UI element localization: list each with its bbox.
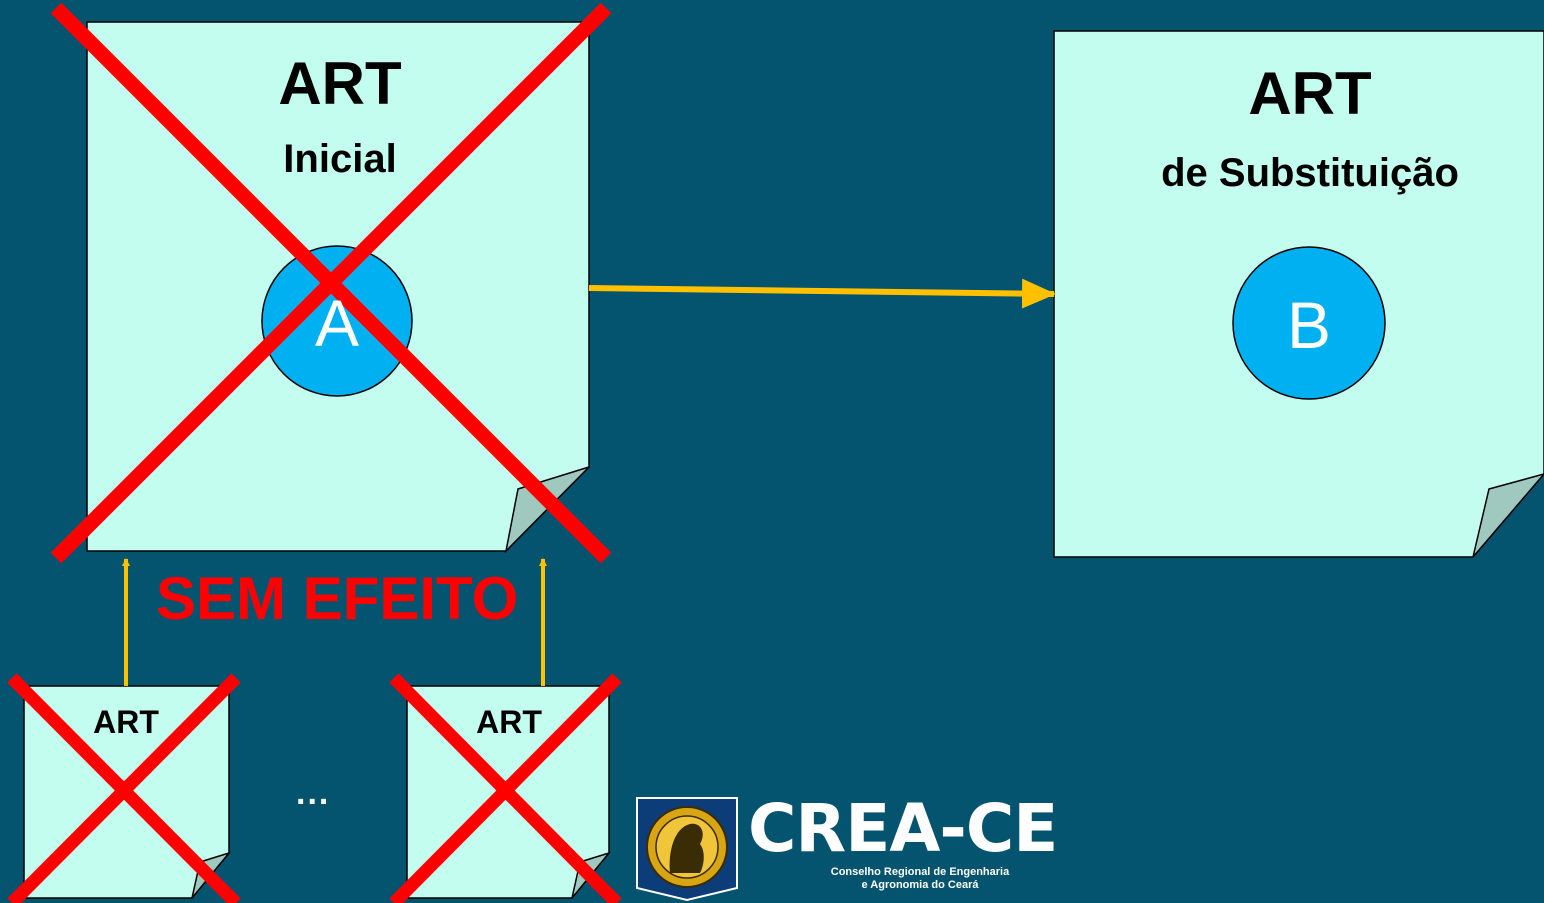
initial-art-subtitle: Inicial (283, 137, 397, 181)
ellipsis: ... (296, 774, 331, 812)
crea-shield-logo (636, 797, 738, 902)
crea-ce-line-2: e Agronomia do Ceará (861, 879, 979, 891)
substitution-arrow (588, 278, 1056, 309)
crea-ce-line-1: Conselho Regional de Engenharia (830, 866, 1010, 878)
linked-art-title-2: ART (476, 704, 542, 740)
replacement-art-document (1053, 30, 1544, 558)
cancel-cross-linked-2 (389, 673, 622, 903)
replacement-art-letter: B (1286, 288, 1332, 362)
initial-art-letter: A (314, 286, 360, 360)
cancel-cross-initial (50, 2, 612, 564)
cancel-cross-linked-1 (7, 673, 241, 903)
crea-ce-wordmark: CREA-CE (748, 790, 1058, 867)
replacement-art-subtitle: de Substituição (1161, 151, 1459, 195)
replacement-art-circle (1232, 246, 1386, 400)
replacement-art-title: ART (1248, 60, 1372, 127)
linked-art-title-1: ART (93, 704, 159, 740)
initial-art-title: ART (278, 50, 402, 117)
initial-art-circle (261, 245, 413, 397)
status-label-sem-efeito: SEM EFEITO (156, 565, 519, 632)
